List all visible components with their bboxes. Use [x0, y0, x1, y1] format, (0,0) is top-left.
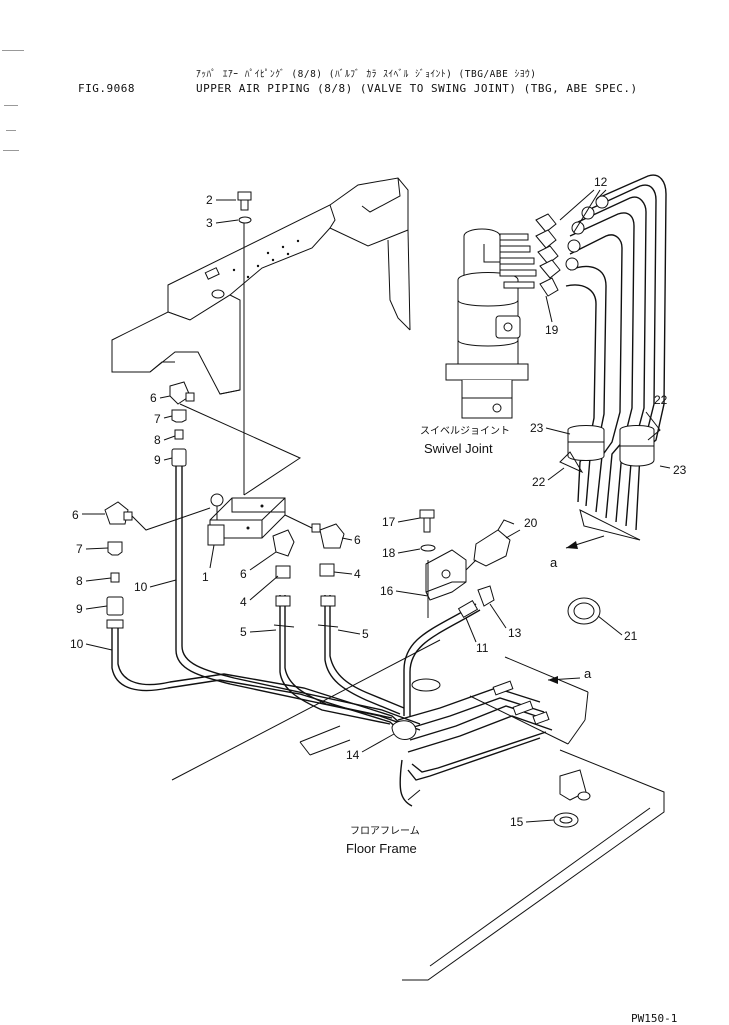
floor-frame-label-jp: フロアフレーム — [350, 825, 420, 837]
callout-4b: 4 — [354, 567, 361, 581]
callout-23b: 23 — [673, 463, 687, 477]
bracket-16 — [425, 549, 467, 618]
callout-22a: 22 — [654, 393, 668, 407]
page-number: PW150-1 — [631, 1012, 678, 1025]
callout-10b: 10 — [70, 637, 84, 651]
callout-6d: 6 — [354, 533, 361, 547]
callout-22b: 22 — [532, 475, 546, 489]
callouts: 2 3 6 7 8 9 6 7 8 9 10 10 1 6 4 5 6 4 — [70, 175, 687, 829]
callout-17: 17 — [382, 515, 396, 529]
callout-19: 19 — [545, 323, 559, 337]
bolt-17 — [419, 509, 436, 552]
callout-9b: 9 — [76, 602, 83, 616]
cab-structure — [111, 177, 411, 395]
grommet-21 — [567, 597, 601, 625]
fittings-upper — [106, 409, 335, 616]
figure-number: FIG.9068 — [78, 82, 135, 95]
callout-8b: 8 — [76, 574, 83, 588]
view-arrow-a: a a — [547, 535, 605, 684]
callout-2: 2 — [206, 193, 213, 207]
callout-3: 3 — [206, 216, 213, 230]
bolt-2 — [237, 191, 252, 224]
callout-6b: 6 — [72, 508, 79, 522]
callout-9a: 9 — [154, 453, 161, 467]
callout-6c: 6 — [240, 567, 247, 581]
callout-8a: 8 — [154, 433, 161, 447]
swivel-joint — [445, 213, 561, 419]
main-pipe-bundle — [391, 680, 553, 807]
swivel-joint-label-jp: スイベルジョイント — [420, 425, 510, 437]
callout-23a: 23 — [530, 421, 544, 435]
elbow-fittings — [104, 381, 345, 557]
callout-1: 1 — [202, 570, 209, 584]
callout-20: 20 — [524, 516, 538, 530]
clamp-15 — [553, 769, 591, 828]
floor-frame — [171, 639, 665, 981]
callout-21: 21 — [624, 629, 638, 643]
callout-10a: 10 — [134, 580, 148, 594]
swivel-pipes — [559, 174, 667, 541]
callout-13: 13 — [508, 626, 522, 640]
floor-frame-label: Floor Frame — [346, 841, 417, 856]
swivel-joint-label: Swivel Joint — [424, 441, 493, 456]
elbow-leader-3 — [284, 514, 313, 529]
callout-16: 16 — [380, 584, 394, 598]
valve-20 — [465, 519, 515, 571]
svg-text:a: a — [584, 666, 592, 681]
pipe-11 — [403, 585, 495, 716]
elbow-leader — [179, 403, 302, 496]
callout-5b: 5 — [362, 627, 369, 641]
air-tubes — [106, 466, 421, 739]
svg-text:a: a — [550, 555, 558, 570]
callout-7a: 7 — [154, 412, 161, 426]
callout-12: 12 — [594, 175, 608, 189]
title-english: UPPER AIR PIPING (8/8) (VALVE TO SWING J… — [196, 82, 638, 95]
elbow-leader-2 — [131, 507, 211, 531]
callout-5a: 5 — [240, 625, 247, 639]
cab-bolt-holes — [232, 239, 300, 279]
callout-11: 11 — [476, 641, 489, 655]
callout-15: 15 — [510, 815, 524, 829]
callout-6a: 6 — [150, 391, 157, 405]
callout-18: 18 — [382, 546, 396, 560]
callout-7b: 7 — [76, 542, 83, 556]
title-japanese: ｱｯﾊﾟ ｴｱｰ ﾊﾟｲﾋﾟﾝｸﾞ (8/8) (ﾊﾞﾙﾌﾞ ｶﾗ ｽｲﾍﾞﾙ … — [196, 69, 537, 80]
swivel-fittings — [499, 213, 561, 297]
scan-marks — [2, 50, 24, 151]
callout-14: 14 — [346, 748, 360, 762]
callout-4a: 4 — [240, 595, 247, 609]
